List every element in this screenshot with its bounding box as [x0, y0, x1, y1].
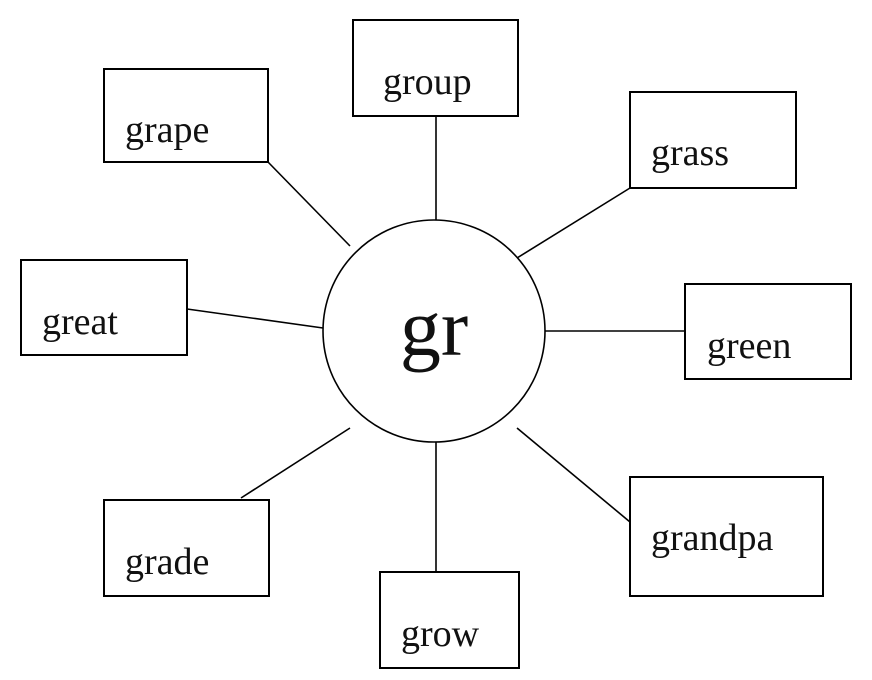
word-label: group — [383, 61, 472, 103]
word-box-grow: grow — [379, 571, 520, 669]
word-label: great — [42, 301, 118, 343]
word-label: grape — [125, 109, 209, 151]
word-box-group: group — [352, 19, 519, 117]
word-label: grandpa — [651, 517, 774, 559]
word-label: grass — [651, 132, 729, 174]
center-circle — [322, 219, 546, 443]
connector-grandpa — [516, 427, 631, 523]
connector-grass — [516, 187, 631, 259]
connector-great — [186, 308, 324, 329]
word-box-grade: grade — [103, 499, 270, 597]
word-label: grow — [401, 613, 480, 655]
word-label: green — [707, 325, 791, 367]
word-box-grass: grass — [629, 91, 797, 189]
word-box-grape: grape — [103, 68, 269, 163]
connector-grade — [240, 427, 351, 499]
word-box-grandpa: grandpa — [629, 476, 824, 597]
word-box-green: green — [684, 283, 852, 380]
connector-grape — [267, 161, 351, 247]
center-label: gr — [400, 282, 468, 373]
word-label: grade — [125, 541, 209, 583]
word-box-great: great — [20, 259, 188, 356]
